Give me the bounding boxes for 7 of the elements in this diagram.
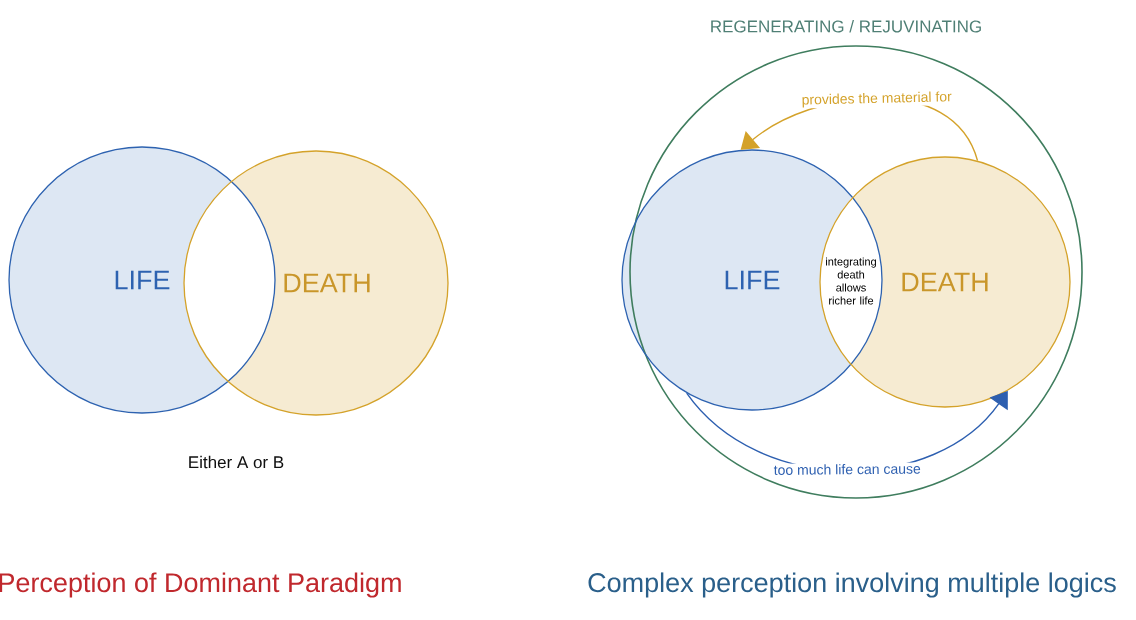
node-label: REGENERATING / REJUVINATING <box>711 19 981 33</box>
panel-title: Complex perception involving multiple logics <box>588 572 1116 598</box>
caption: Either A or B <box>189 455 284 469</box>
edge-label: provides the material for <box>800 90 953 109</box>
lens-text: integrating death allows richer life <box>826 257 876 305</box>
panel-title: Perception of Dominant Paradigm <box>0 572 401 598</box>
edge-label: too much life can cause <box>772 462 922 477</box>
